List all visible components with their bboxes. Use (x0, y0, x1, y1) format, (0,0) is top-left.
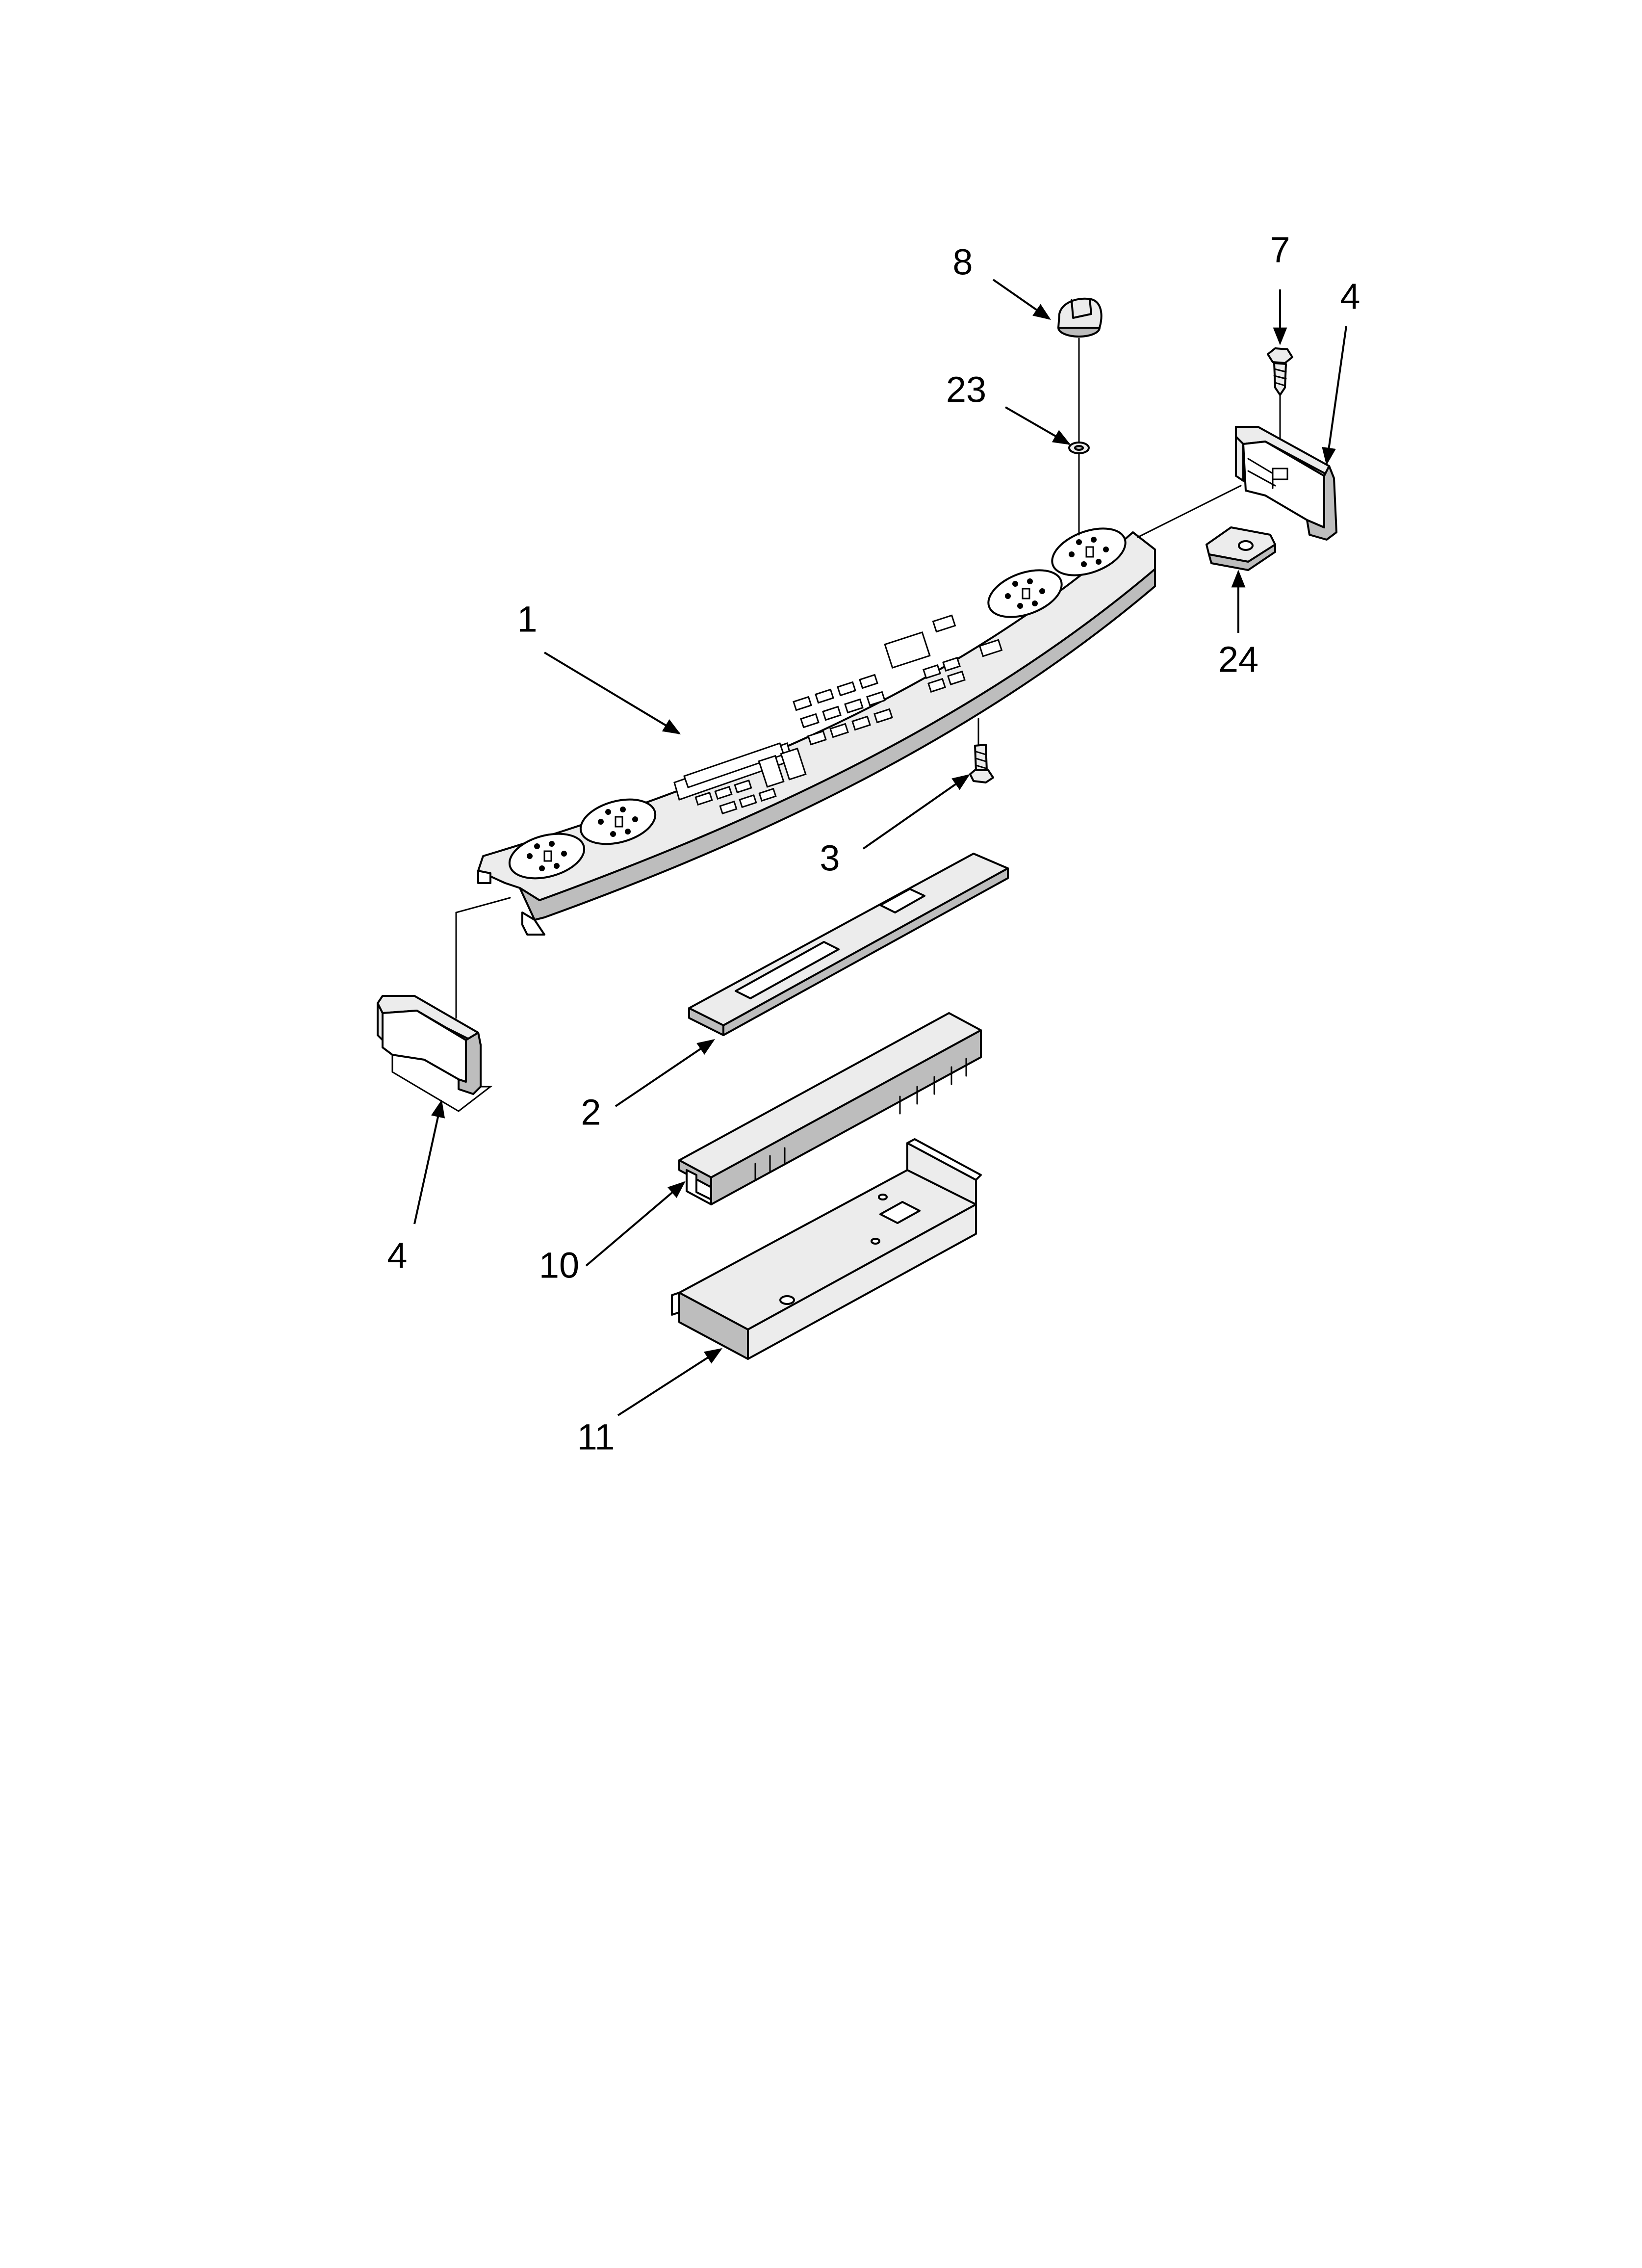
callout-4-right: 4 (1340, 276, 1360, 317)
assembly-line-left-cap (455, 897, 511, 1019)
end-cap-right-part (1235, 426, 1337, 541)
leader-3 (862, 774, 970, 850)
callout-4-left: 4 (387, 1235, 407, 1276)
clip-part (1206, 526, 1276, 571)
knob-part (1057, 297, 1103, 338)
callout-8: 8 (952, 242, 973, 283)
leader-8 (992, 279, 1051, 320)
screw-part-3 (969, 744, 994, 783)
callout-24: 24 (1218, 639, 1258, 680)
overlay-panel-part (688, 853, 1009, 1036)
callout-10: 10 (539, 1245, 579, 1286)
leader-10 (585, 1181, 686, 1267)
leader-4a (1322, 326, 1347, 466)
callout-1: 1 (517, 599, 537, 640)
leader-23 (1005, 406, 1071, 445)
washer-part (1068, 442, 1090, 454)
control-board-part (678, 1012, 982, 1205)
callout-23: 23 (946, 369, 986, 410)
leader-11 (617, 1348, 723, 1416)
assembly-line-right-cap (1137, 485, 1242, 538)
callout-3: 3 (820, 838, 840, 879)
leader-4b (413, 1099, 445, 1225)
callout-11: 11 (577, 1417, 615, 1458)
callout-7: 7 (1270, 230, 1290, 270)
bracket-tray-part (671, 1138, 982, 1360)
control-panel-part (477, 527, 1156, 936)
leader-2 (615, 1039, 715, 1107)
screw-part-7 (1267, 347, 1293, 396)
end-cap-left-part (377, 995, 493, 1112)
leader-1 (543, 652, 681, 734)
callout-2: 2 (581, 1092, 601, 1133)
